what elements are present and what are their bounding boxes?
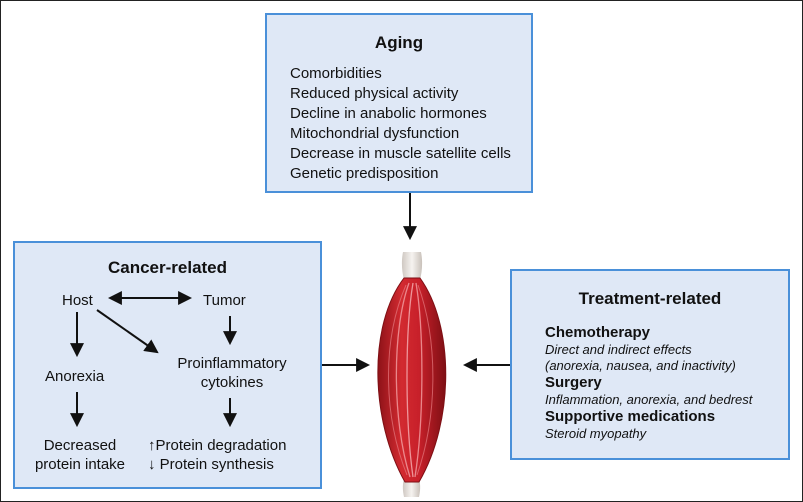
aging-factor: Genetic predisposition (290, 165, 439, 182)
chemotherapy-detail: Direct and indirect effects (545, 342, 692, 357)
aging-factor: Reduced physical activity (290, 85, 459, 102)
aging-factor-list: Comorbidities Reduced physical activity … (290, 64, 511, 184)
treatment-list: Chemotherapy Direct and indirect effects… (545, 324, 752, 442)
chemotherapy-detail: (anorexia, nausea, and inactivity) (545, 358, 736, 373)
proinflammatory-cytokines-node: Proinflammatory cytokines (167, 354, 297, 392)
treatment-related-title: Treatment-related (578, 289, 722, 308)
cytokines-line: cytokines (200, 374, 264, 391)
host-node: Host (62, 292, 93, 309)
chemotherapy-heading: Chemotherapy (545, 324, 651, 341)
aging-factor: Comorbidities (290, 65, 382, 82)
decreased-line: Decreased (43, 437, 117, 454)
tumor-node: Tumor (203, 292, 246, 309)
supportive-medications-detail: Steroid myopathy (545, 426, 647, 441)
decreased-protein-intake-node: Decreased protein intake (25, 436, 135, 474)
cancer-related-box: Cancer-related Host Tumor Anorexia Proin… (13, 241, 322, 489)
proinflammatory-line: Proinflammatory (177, 355, 287, 372)
protein-intake-line: protein intake (34, 456, 126, 473)
supportive-medications-heading: Supportive medications (545, 408, 716, 425)
aging-factor: Decrease in muscle satellite cells (290, 145, 511, 162)
surgery-detail: Inflammation, anorexia, and bedrest (545, 392, 753, 407)
aging-factor: Mitochondrial dysfunction (290, 125, 460, 142)
surgery-heading: Surgery (545, 374, 602, 391)
aging-factor: Decline in anabolic hormones (290, 105, 487, 122)
protein-degradation-line: ↑Protein degradation (148, 437, 287, 454)
muscle-icon (377, 252, 447, 497)
protein-synthesis-line: ↓ Protein synthesis (148, 456, 274, 473)
aging-box: Aging Comorbidities Reduced physical act… (265, 13, 533, 193)
protein-changes-node: ↑Protein degradation ↓ Protein synthesis (148, 436, 318, 474)
anorexia-node: Anorexia (45, 368, 105, 385)
arrow-icon (96, 309, 159, 354)
treatment-related-box: Treatment-related Chemotherapy Direct an… (510, 269, 790, 460)
cancer-related-title: Cancer-related (107, 258, 228, 277)
aging-title: Aging (374, 33, 424, 52)
